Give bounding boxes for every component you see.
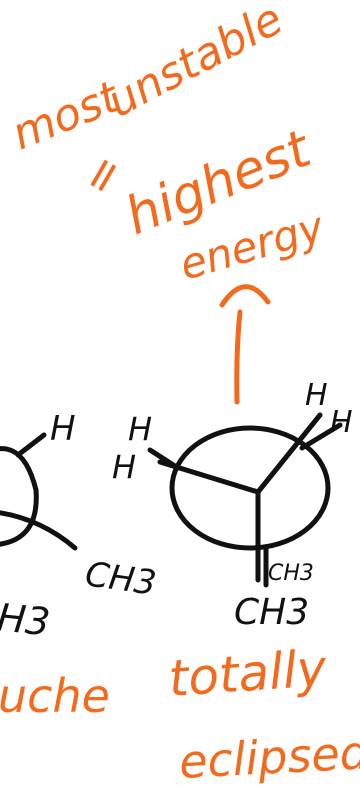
stability-annotation: most unstable = highest energy (5, 0, 330, 290)
left-label-h: H (50, 409, 76, 449)
label-totally: totally (167, 639, 330, 708)
arrow-shaft (234, 309, 243, 405)
label-gauche-partial: uche (0, 669, 110, 723)
left-newman-circle (0, 446, 39, 547)
label-eclipsed: eclipsed (178, 725, 360, 789)
right-newman-projection: H H H H CH3 CH3 (112, 378, 353, 633)
right-label-ch3-small: CH3 (268, 561, 314, 586)
conformation-labels: uche totally eclipsed (0, 639, 360, 789)
pointer-arrow (219, 284, 271, 405)
left-label-ch3-bottom: H3 (0, 595, 52, 644)
right-newman-circle (169, 425, 331, 551)
right-label-h-left: H (112, 448, 136, 486)
right-label-h-upper-left: H (128, 410, 152, 448)
annotation-unstable: unstable (99, 0, 291, 128)
right-label-ch3-bottom: CH3 (234, 592, 309, 633)
left-bond-to-h (15, 432, 47, 458)
left-newman-projection: H CH3 H3 (0, 409, 159, 644)
left-bond-to-ch3 (0, 510, 78, 551)
right-front-bond-upper-right (255, 412, 323, 495)
right-back-bond-upper-right (299, 422, 343, 451)
right-label-h-upper-right-1: H (305, 378, 328, 413)
right-back-bond-left (147, 447, 181, 471)
left-label-ch3: CH3 (83, 554, 159, 603)
right-label-h-upper-right-2: H (330, 405, 353, 440)
arrow-head-icon (219, 284, 271, 308)
